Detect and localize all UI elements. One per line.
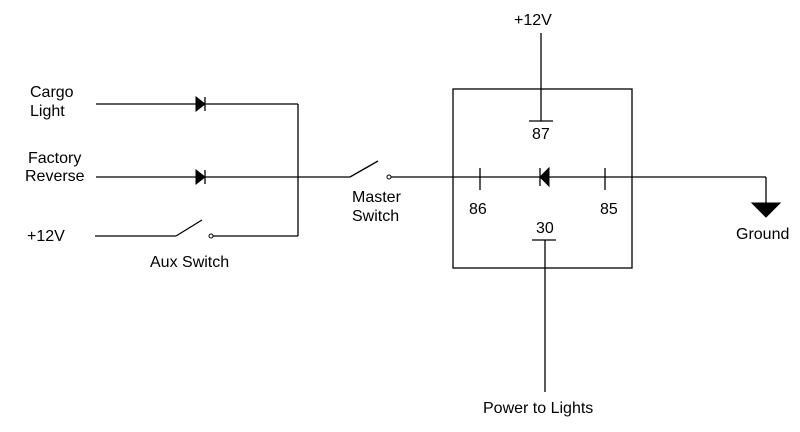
supply-top-label: +12V bbox=[514, 12, 552, 29]
relay: 86 85 87 30 bbox=[391, 33, 766, 392]
factory-reverse-label-line2: Reverse bbox=[25, 168, 85, 185]
master-switch-label-line2: Switch bbox=[352, 208, 399, 225]
aux-switch bbox=[175, 219, 214, 239]
ground-label: Ground bbox=[736, 226, 789, 243]
factory-reverse-input: Factory Reverse bbox=[25, 150, 298, 186]
pin-87-label: 87 bbox=[532, 126, 550, 143]
relay-box bbox=[452, 88, 633, 269]
factory-reverse-diode bbox=[195, 168, 206, 186]
aux-input: +12V Aux Switch bbox=[27, 219, 298, 271]
master-switch: Master Switch bbox=[298, 160, 402, 225]
cargo-light-label-line1: Cargo bbox=[30, 84, 74, 101]
relay-diode bbox=[539, 166, 550, 188]
aux-switch-label: Aux Switch bbox=[150, 254, 229, 271]
pin-85-label: 85 bbox=[600, 201, 618, 218]
cargo-light-diode bbox=[195, 95, 206, 113]
master-switch-label-line1: Master bbox=[352, 189, 402, 206]
pin-86-label: 86 bbox=[469, 201, 487, 218]
ground-symbol bbox=[750, 177, 782, 218]
power-to-lights-label: Power to Lights bbox=[483, 400, 593, 417]
factory-reverse-label-line1: Factory bbox=[28, 150, 81, 167]
cargo-light-input: Cargo Light bbox=[30, 84, 298, 120]
aux-input-label: +12V bbox=[27, 228, 65, 245]
pin-30-label: 30 bbox=[536, 220, 554, 237]
cargo-light-label-line2: Light bbox=[30, 103, 65, 120]
